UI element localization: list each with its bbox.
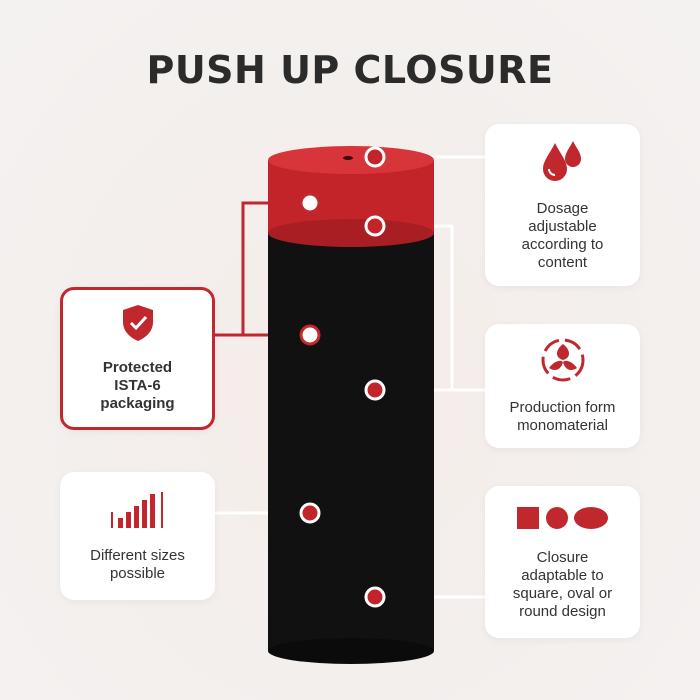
feature-label: Production form monomaterial	[509, 398, 616, 434]
marker-dots	[299, 146, 386, 608]
bottle-cap	[268, 160, 434, 241]
feature-card-dosage: Dosage adjustable according to content	[485, 124, 640, 286]
shield-check-icon	[121, 304, 155, 347]
feature-label: Protected ISTA-6 packaging	[100, 359, 175, 412]
bar-sizes-icon	[108, 490, 168, 535]
bottle-body	[268, 220, 434, 661]
feature-card-material: Production form monomaterial	[485, 324, 640, 448]
feature-label: Dosage adjustable according to content	[521, 199, 604, 271]
feature-label: Different sizes possible	[90, 546, 185, 582]
droplets-icon	[539, 139, 587, 188]
feature-card-protected: Protected ISTA-6 packaging	[60, 287, 215, 430]
shapes-icon	[515, 504, 611, 537]
recycle-leaves-icon	[541, 338, 585, 387]
page-title: PUSH UP CLOSURE	[146, 48, 554, 92]
feature-label: Closure adaptable to square, oval or rou…	[512, 548, 613, 620]
feature-card-sizes: Different sizes possible	[60, 472, 215, 600]
feature-card-closure: Closure adaptable to square, oval or rou…	[485, 486, 640, 638]
